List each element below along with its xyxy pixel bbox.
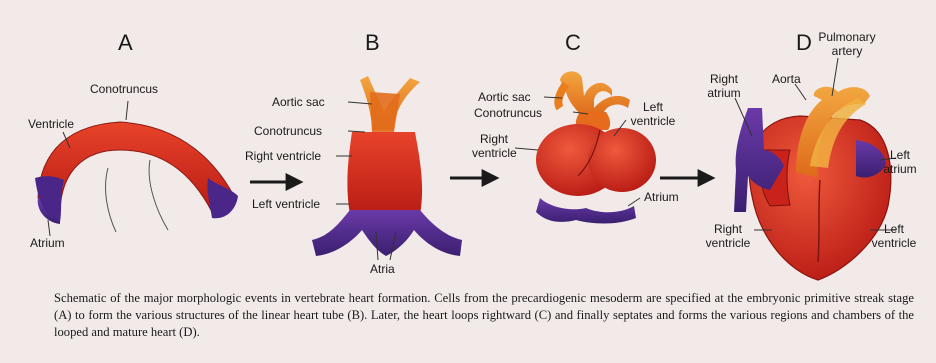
label-d-pulmonary-artery: Pulmonary artery xyxy=(812,30,882,58)
label-d-left-atrium-line2: atrium xyxy=(878,162,922,176)
label-b-aortic-sac: Aortic sac xyxy=(272,95,325,109)
label-b-conotruncus: Conotruncus xyxy=(254,124,322,138)
label-d-pulmonary-line2: artery xyxy=(812,44,882,58)
label-c-right-ventricle-line1: Right xyxy=(472,132,516,146)
label-d-right-atrium-line1: Right xyxy=(702,72,746,86)
label-a-ventricle: Ventricle xyxy=(28,117,74,131)
label-a-conotruncus: Conotruncus xyxy=(90,82,158,96)
label-b-right-ventricle: Right ventricle xyxy=(245,149,321,163)
label-c-atrium: Atrium xyxy=(644,190,679,204)
panel-c-looping-heart xyxy=(515,71,656,223)
label-d-pulmonary-line1: Pulmonary xyxy=(812,30,882,44)
label-c-right-ventricle: Right ventricle xyxy=(472,132,516,160)
figure-caption: Schematic of the major morphologic event… xyxy=(54,290,914,341)
label-c-left-ventricle-line2: ventricle xyxy=(628,114,678,128)
label-d-right-ventricle-line1: Right xyxy=(700,222,756,236)
label-b-left-ventricle: Left ventricle xyxy=(252,197,320,211)
label-c-left-ventricle: Left ventricle xyxy=(628,100,678,128)
label-c-aortic-sac: Aortic sac xyxy=(478,90,531,104)
label-d-right-ventricle: Right ventricle xyxy=(700,222,756,250)
label-c-conotruncus: Conotruncus xyxy=(474,106,542,120)
label-d-left-atrium-line1: Left xyxy=(878,148,922,162)
label-c-right-ventricle-line2: ventricle xyxy=(472,146,516,160)
label-d-right-atrium-line2: atrium xyxy=(702,86,746,100)
label-a-atrium: Atrium xyxy=(30,236,65,250)
label-d-left-ventricle-line2: ventricle xyxy=(866,236,922,250)
panel-b-heart-tube xyxy=(312,76,462,260)
panel-letter-d: D xyxy=(796,30,812,56)
label-d-aorta: Aorta xyxy=(772,72,801,86)
label-d-left-ventricle: Left ventricle xyxy=(866,222,922,250)
label-b-atria: Atria xyxy=(370,262,395,276)
label-d-right-ventricle-line2: ventricle xyxy=(700,236,756,250)
label-c-left-ventricle-line1: Left xyxy=(628,100,678,114)
panel-letter-a: A xyxy=(118,30,133,56)
panel-letter-b: B xyxy=(365,30,380,56)
panel-letter-c: C xyxy=(565,30,581,56)
label-d-left-ventricle-line1: Left xyxy=(866,222,922,236)
label-d-right-atrium: Right atrium xyxy=(702,72,746,100)
label-d-left-atrium: Left atrium xyxy=(878,148,922,176)
